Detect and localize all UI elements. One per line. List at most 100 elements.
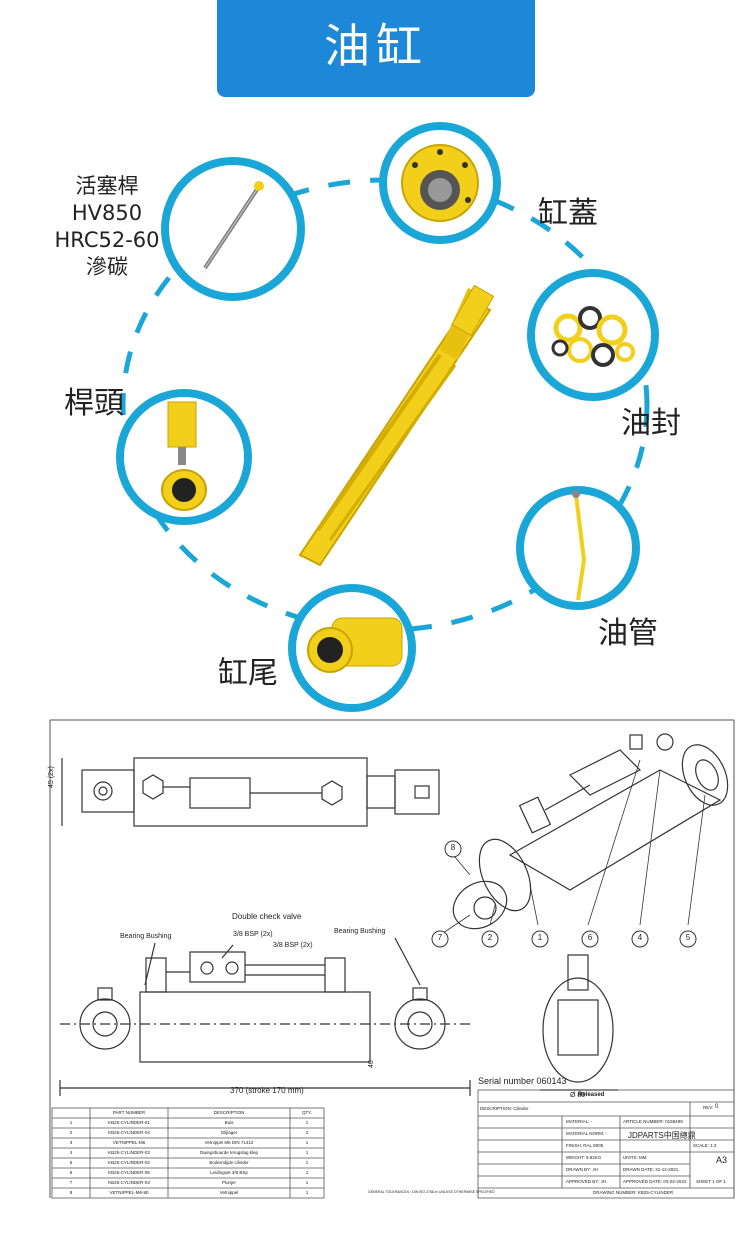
page-title: 油缸 bbox=[324, 19, 428, 73]
rod-end-image bbox=[116, 389, 252, 525]
cylinder-tail-image bbox=[288, 584, 416, 712]
sheet-size: A3 bbox=[716, 1155, 728, 1165]
front-view bbox=[59, 937, 471, 1096]
bom-cell: 1 bbox=[305, 1120, 309, 1125]
bom-cell: 8 bbox=[69, 1190, 73, 1195]
bearing-bushing-right-label: Bearing Bushing bbox=[334, 928, 386, 935]
bom-table-grid bbox=[51, 1107, 325, 1199]
piston-rod-name: 活塞桿 bbox=[75, 174, 139, 198]
bom-cell: 1 bbox=[305, 1170, 309, 1175]
balloon-6: 6 bbox=[587, 933, 593, 942]
drawn-date-field: DRAWN DATE: 31-12-2021 bbox=[623, 1167, 679, 1172]
bom-header-part: PART NUMBER bbox=[112, 1110, 146, 1115]
oil-pipe-image bbox=[516, 486, 640, 610]
bom-cell: 1 bbox=[305, 1180, 309, 1185]
bom-cell: 2 bbox=[305, 1130, 309, 1135]
bsp-right-label: 3/8 BSP (2x) bbox=[273, 942, 313, 949]
bom-cell: VETNIPPEL-M6 bbox=[112, 1140, 146, 1145]
isometric-view bbox=[452, 733, 729, 930]
bom-cell: 3 bbox=[69, 1140, 73, 1145]
bom-header-qty: QTY. bbox=[302, 1110, 312, 1115]
rev-label: REV: bbox=[703, 1105, 714, 1110]
balloon-1: 1 bbox=[537, 933, 543, 942]
balloon-2: 2 bbox=[487, 933, 493, 942]
table-row: 3 VETNIPPEL-M6 Vetnippel M6 DIN 71412 1 bbox=[52, 1138, 324, 1148]
table-row: 7 KB25-CYLINDER-03 Plunjer 1 bbox=[52, 1178, 324, 1188]
table-row: 5 KB25-CYLINDER-02 Bodemdijde cilinder 1 bbox=[52, 1158, 324, 1168]
approved-by-field: APPROVED BY: JH bbox=[566, 1179, 607, 1184]
bom-cell: 6 bbox=[69, 1170, 73, 1175]
hydraulic-cylinder-image bbox=[298, 284, 495, 567]
scale-field: SCALE: 1:2 bbox=[693, 1143, 717, 1148]
dim-bore-label: Ø 80 bbox=[570, 1092, 586, 1099]
oil-pipe-label: 油管 bbox=[598, 616, 658, 651]
piston-rod-image bbox=[161, 157, 305, 301]
piston-rod-treatment: 滲碳 bbox=[86, 255, 128, 279]
bom-cell: Bodemdijde cilinder bbox=[209, 1160, 249, 1165]
title-block-grid bbox=[477, 1089, 735, 1199]
approved-date-field: APPROVED DATE: 03-02-2022 bbox=[623, 1179, 687, 1184]
company-name: JDPARTS中国總鼎 bbox=[628, 1131, 696, 1140]
bom-cell: 1 bbox=[305, 1160, 309, 1165]
bom-cell: Vetnippel bbox=[219, 1190, 239, 1195]
balloons bbox=[431, 840, 697, 948]
rev-value: 0 bbox=[715, 1104, 719, 1110]
general-tolerance-note: GENERAL TOLERANCES / DIN ISO 2768-m UNLE… bbox=[368, 1190, 495, 1194]
bom-cell: 2 bbox=[69, 1130, 73, 1135]
piston-rod-hardness-hrc: HRC52-60 bbox=[54, 228, 160, 252]
balloon-leaders bbox=[439, 759, 706, 936]
bom-header-row: PART NUMBER DESCRIPTION QTY. bbox=[52, 1108, 324, 1118]
balloon-4: 4 bbox=[637, 933, 643, 942]
material-field: MATERIAL: - bbox=[566, 1119, 593, 1124]
double-check-valve-label: Double check valve bbox=[232, 912, 302, 921]
material-norm-field: MATERIAL NORM: - bbox=[566, 1131, 608, 1136]
dim-side-label: 40 bbox=[368, 1060, 375, 1068]
bom-cell: Buis bbox=[224, 1120, 234, 1125]
bom-cell: KB25-CYLINDER-01 bbox=[108, 1120, 150, 1125]
bom-cell: KB25-CYLINDER-04 bbox=[108, 1130, 150, 1135]
cylinder-cap-image bbox=[379, 122, 501, 244]
bom-cell: Leidingset 3/8 BSp bbox=[210, 1170, 248, 1175]
weight-field: WEIGHT: 9.92KG bbox=[566, 1155, 602, 1160]
article-field: ARTICLE NUMBER: 0158499 bbox=[623, 1119, 683, 1124]
top-view bbox=[61, 757, 440, 827]
table-row: 6 KB25-CYLINDER-05 Leidingset 3/8 BSp 1 bbox=[52, 1168, 324, 1178]
dim-width-label: 370 (stroke 170 mm) bbox=[230, 1086, 304, 1095]
cylinder-cap-label: 缸蓋 bbox=[538, 196, 598, 231]
bom-cell: 1 bbox=[305, 1140, 309, 1145]
bom-cell: Glijlager bbox=[220, 1130, 238, 1135]
bom-cell: KB25-CYLINDER-05 bbox=[108, 1170, 150, 1175]
bom-cell: Plunjer bbox=[221, 1180, 236, 1185]
released-label: Released bbox=[578, 1092, 605, 1098]
units-field: UNITS: MM bbox=[623, 1155, 647, 1160]
title-block: Released REV: 0 DESCRIPTION: Cilinder MA… bbox=[368, 1090, 734, 1198]
balloon-5: 5 bbox=[685, 933, 691, 942]
bsp-left-label: 3/8 BSP (2x) bbox=[233, 931, 273, 938]
sheet-number: SHEET 1 OF 1 bbox=[696, 1179, 726, 1184]
table-row: 8 VETNIPPEL-M6-90 Vetnippel 1 bbox=[52, 1188, 324, 1198]
balloon-8: 8 bbox=[450, 843, 456, 852]
drawing-number-field: DRAWING NUMBER: KB25-CYLINDER bbox=[593, 1190, 674, 1195]
table-row: 1 KB25-CYLINDER-01 Buis 1 bbox=[52, 1118, 324, 1128]
bom-header-desc: DESCRIPTION bbox=[213, 1110, 245, 1115]
oil-seal-label: 油封 bbox=[621, 406, 681, 441]
bom-cell: KB25-CYLINDER-02 bbox=[108, 1160, 150, 1165]
bom-cell: KB25-CYLINDER-03 bbox=[108, 1150, 150, 1155]
bom-cell: 1 bbox=[305, 1150, 309, 1155]
bom-table: PART NUMBER DESCRIPTION QTY. 1 KB25-CYLI… bbox=[52, 1108, 324, 1198]
description-field: DESCRIPTION: Cilinder bbox=[480, 1106, 529, 1111]
rod-end-label: 桿頭 bbox=[64, 386, 124, 421]
bom-cell: 5 bbox=[69, 1160, 73, 1165]
drawn-by-field: DRAWN BY: JH bbox=[566, 1167, 598, 1172]
balloon-7: 7 bbox=[437, 933, 443, 942]
parts-diagram bbox=[116, 122, 659, 712]
serial-number-label: Serial number 060143 bbox=[478, 1076, 567, 1086]
oil-seals-image bbox=[527, 269, 659, 401]
table-row: 4 KB25-CYLINDER-03 Dwingsbuurde terugsla… bbox=[52, 1148, 324, 1158]
piston-rod-label: 活塞桿 HV850 HRC52-60 滲碳 bbox=[52, 173, 162, 281]
bom-cell: 7 bbox=[69, 1180, 73, 1185]
bom-cell: 4 bbox=[69, 1150, 73, 1155]
page-title-banner: 油缸 bbox=[217, 0, 535, 97]
